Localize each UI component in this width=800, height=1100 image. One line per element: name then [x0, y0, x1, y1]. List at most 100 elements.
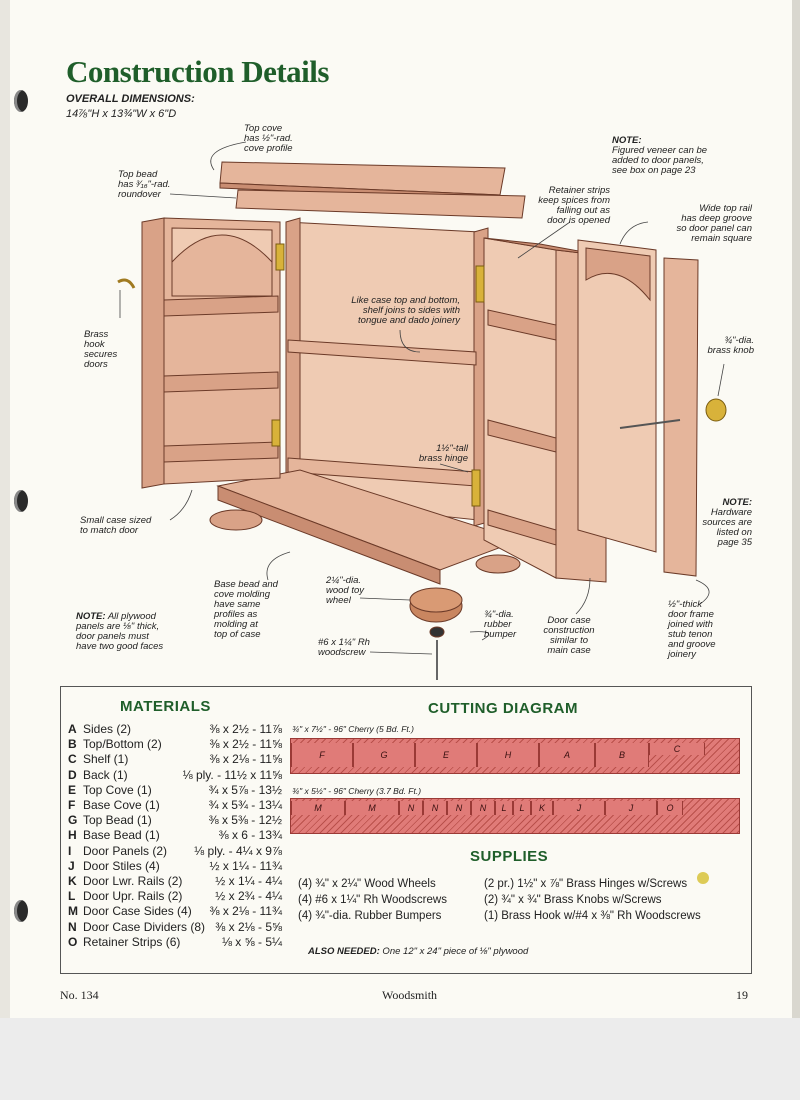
callout-woodscrew: #6 x 1¼" Rh woodscrew: [318, 637, 370, 658]
material-name: Top Bead (1): [83, 813, 152, 828]
highlight-mark: [697, 872, 709, 884]
left-door-case: [141, 217, 165, 489]
callout-top-cove: Top cove has ½"-rad. cove profile: [244, 123, 293, 154]
note-veneer: Figured veneer can be added to door pane…: [612, 145, 708, 176]
material-row: L Door Upr. Rails (2) ½ x 2¾ - 4¼: [68, 889, 282, 905]
material-dims: ½ x 2¾ - 4¼: [215, 889, 282, 904]
cut-piece: M: [345, 801, 399, 815]
material-letter: L: [68, 889, 76, 904]
callout-brass-hook: Brass hook secures doors: [84, 329, 118, 370]
page-edge: [0, 0, 10, 1100]
page-edge-right: [792, 0, 800, 1030]
supply-item: (4) #6 x 1¼" Rh Woodscrews: [298, 894, 447, 906]
exploded-view-illustration: [117, 141, 727, 680]
overall-dimensions-value: 14⅞"H x 13¾"W x 6"D: [66, 108, 177, 120]
note-plywood-text: All plywood panels are ⅛" thick, door pa…: [76, 611, 164, 652]
material-name: Top/Bottom (2): [83, 737, 162, 752]
cut-piece: H: [477, 743, 539, 767]
note-hardware: Hardware sources are listed on page 35: [702, 507, 752, 548]
callout-wide-top-rail: Wide top rail has deep groove so door pa…: [676, 203, 752, 244]
material-name: Door Case Sides (4): [83, 904, 192, 919]
material-dims: ⅛ x ⅝ - 5¼: [221, 934, 282, 949]
footer-publication: Woodsmith: [382, 988, 438, 1002]
material-dims: ⅜ x 2½ - 11⅞: [209, 722, 283, 736]
materials-heading: MATERIALS: [120, 698, 211, 715]
callout-rubber-bumper: ¾"-dia. rubber bumper: [484, 609, 517, 640]
also-needed: ALSO NEEDED: One 12" x 24" piece of ⅛" p…: [308, 946, 528, 957]
material-dims: ¾ x 5⅞ - 13½: [208, 782, 282, 797]
cut-piece: N: [399, 801, 423, 815]
cut-piece: L: [495, 801, 513, 815]
material-name: Base Bead (1): [83, 828, 160, 843]
material-letter: G: [68, 813, 78, 828]
footer-page-number: 19: [736, 988, 748, 1002]
material-dims: ½ x 1¼ - 11¾: [209, 858, 283, 873]
material-letter: C: [68, 752, 77, 767]
material-dims: ⅜ x 6 - 13¾: [218, 828, 282, 843]
supply-item: (2 pr.) 1½" x ⅞" Brass Hinges w/Screws: [484, 878, 688, 890]
material-name: Door Panels (2): [83, 843, 168, 858]
cut-piece: N: [423, 801, 447, 815]
material-name: Door Case Dividers (8): [83, 919, 206, 934]
material-letter: H: [68, 828, 77, 843]
case-shelf: [287, 339, 477, 366]
material-letter: K: [68, 874, 77, 888]
footer-issue: No. 134: [60, 988, 99, 1002]
material-letter: F: [68, 798, 76, 812]
material-dims: ⅛ ply. - 4¼ x 9⅞: [194, 843, 282, 858]
note-hardware-title: NOTE:: [722, 497, 752, 508]
cut-piece: C: [649, 743, 705, 755]
material-letter: N: [68, 919, 77, 934]
material-dims: ⅜ x 2½ - 11⅝: [209, 737, 283, 752]
supply-item: (4) ¾"-dia. Rubber Bumpers: [298, 910, 442, 922]
material-name: Back (1): [83, 767, 128, 782]
cut-piece: E: [415, 743, 477, 767]
overall-dimensions-label: OVERALL DIMENSIONS:: [66, 93, 195, 105]
also-needed-value: One 12" x 24" piece of ⅛" plywood: [379, 946, 529, 957]
material-letter: A: [68, 722, 77, 736]
callout-shelf-joinery: Like case top and bottom, shelf joins to…: [351, 295, 460, 326]
material-name: Door Lwr. Rails (2): [83, 874, 183, 888]
material-letter: M: [68, 904, 78, 919]
also-needed-label: ALSO NEEDED:: [308, 946, 380, 957]
cut-piece: B: [595, 743, 649, 767]
scan-background: [0, 1018, 800, 1100]
material-name: Door Upr. Rails (2): [83, 889, 183, 904]
material-dims: ½ x 1¼ - 4¼: [215, 874, 282, 888]
board-1-label: ¾" x 7½" - 96" Cherry (5 Bd. Ft.): [292, 724, 414, 734]
cutting-diagram-heading: CUTTING DIAGRAM: [428, 700, 578, 717]
cut-piece: O: [657, 801, 683, 815]
material-letter: D: [68, 767, 77, 782]
callout-base-bead: Base bead and cove molding have same pro…: [214, 579, 278, 640]
binder-hole: [14, 90, 28, 112]
page-title: Construction Details: [66, 54, 329, 89]
callout-door-case: Door case construction similar to main c…: [543, 615, 595, 656]
material-name: Top Cove (1): [83, 782, 152, 797]
material-letter: J: [68, 858, 75, 873]
supply-item: (2) ¾" x ¾" Brass Knobs w/Screws: [484, 894, 662, 906]
material-dims: ⅛ ply. - 11½ x 11⅝: [182, 767, 282, 782]
material-row: K Door Lwr. Rails (2) ½ x 1¼ - 4¼: [68, 874, 282, 890]
cut-piece: J: [553, 801, 605, 815]
cut-piece: K: [531, 801, 553, 815]
material-row: D Back (1) ⅛ ply. - 11½ x 11⅝: [68, 768, 282, 784]
top-bead: [235, 189, 526, 219]
binder-hole: [14, 490, 28, 512]
callout-brass-hinge: 1½"-tall brass hinge: [418, 443, 468, 464]
material-name: Sides (2): [83, 722, 132, 736]
cut-piece: N: [471, 801, 495, 815]
callout-top-bead: Top bead has ³⁄₁₆"-rad. roundover: [118, 169, 171, 200]
callout-door-frame: ½"-thick door frame joined with stub ten…: [668, 599, 716, 660]
door-panel: [577, 239, 657, 553]
cut-piece: G: [353, 743, 415, 767]
material-letter: O: [68, 934, 78, 949]
callout-small-case: Small case sized to match door: [80, 515, 152, 536]
